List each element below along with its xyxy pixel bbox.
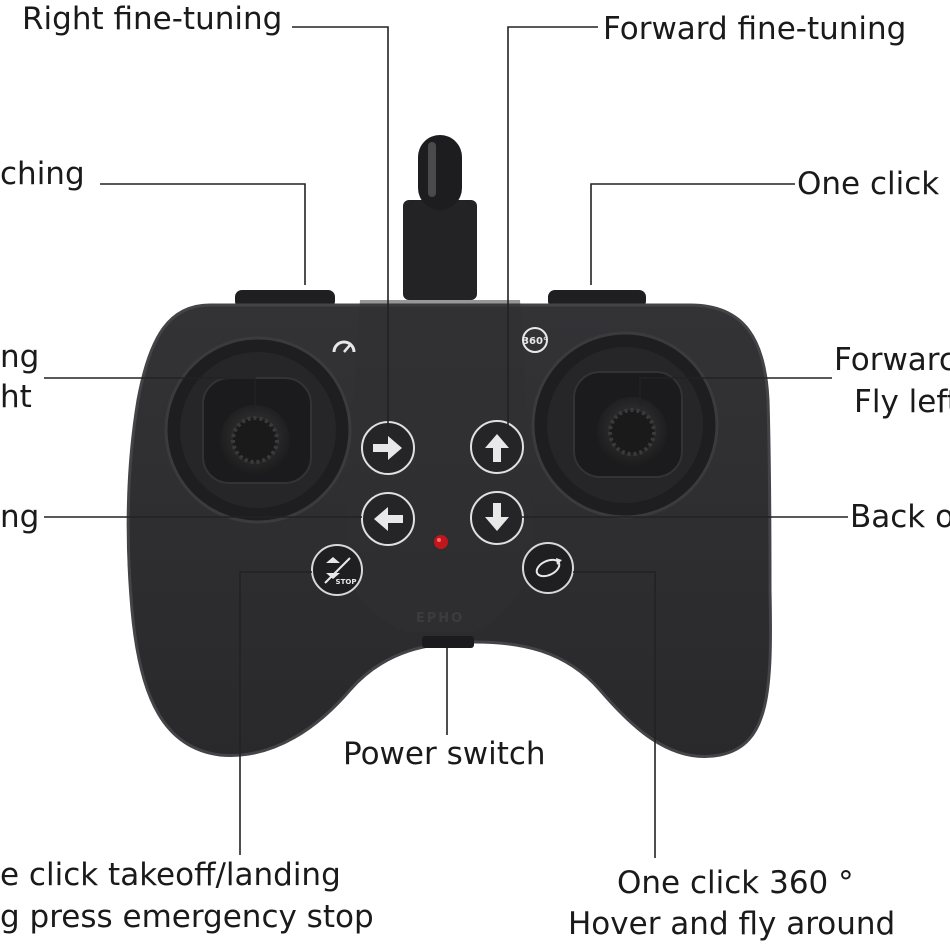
rotate-360-badge: 360°	[522, 327, 548, 353]
left-joystick[interactable]	[164, 336, 352, 524]
face-panel	[345, 300, 535, 632]
stop-label: STOP	[336, 578, 357, 586]
leader-takeoff	[239, 571, 312, 855]
back-trim-button[interactable]	[470, 491, 524, 545]
leader-one-click-return	[590, 183, 795, 285]
label-right-fine-tuning: Right fine-tuning	[22, 1, 283, 37]
label-right-stick-line1: Forwarc	[834, 342, 950, 378]
label-takeoff-line1: e click takeoff/landing	[0, 857, 341, 893]
brand-mark: EPHO	[416, 611, 464, 626]
label-takeoff-line2: g press emergency stop	[0, 899, 374, 935]
forward-trim-button[interactable]	[470, 420, 524, 474]
label-right-stick-line2: Fly left	[854, 384, 950, 420]
hover-360-button[interactable]	[522, 542, 574, 594]
right-joystick[interactable]	[531, 331, 719, 519]
label-left-stick-line1: ng	[0, 339, 40, 375]
rotate-360-label: 360°	[522, 336, 548, 347]
label-back-fine-tuning: Back o	[850, 499, 950, 535]
speed-icon	[332, 340, 356, 353]
label-left-fine-tuning: ng	[0, 499, 40, 535]
label-hover-line1: One click 360 °	[617, 865, 854, 901]
antenna	[403, 135, 477, 300]
label-left-stick-line2: ht	[0, 379, 32, 415]
leader-left-stick	[44, 377, 256, 410]
label-power-switch: Power switch	[343, 736, 546, 772]
leader-hover	[573, 571, 656, 858]
label-hover-line2: Hover and fly around	[568, 906, 896, 942]
power-switch[interactable]	[422, 636, 474, 648]
leader-forward-fine-tuning	[507, 26, 598, 430]
leader-right-fine-tuning	[292, 26, 389, 430]
leader-right-stick	[639, 377, 832, 405]
label-speed-switching: ching	[0, 156, 85, 192]
label-forward-fine-tuning: Forward fine-tuning	[603, 11, 907, 47]
leader-speed-switching	[100, 183, 306, 285]
leader-lines	[44, 26, 848, 858]
label-one-click-return: One click	[797, 166, 940, 202]
takeoff-landing-button[interactable]: STOP	[311, 544, 363, 596]
left-trim-button[interactable]	[361, 492, 415, 546]
power-led	[434, 535, 448, 549]
